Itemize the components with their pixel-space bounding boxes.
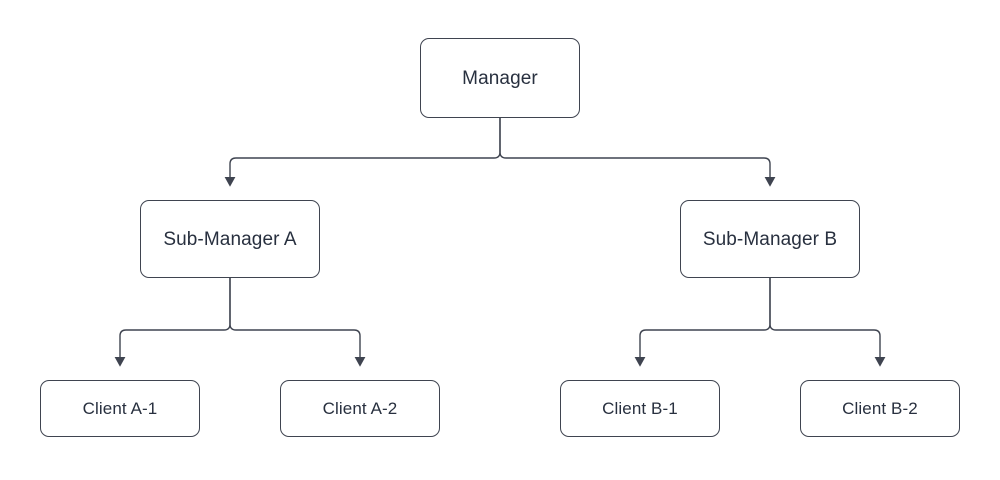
node-client-a-2-label: Client A-2 [322, 399, 398, 418]
node-client-b-2[interactable]: Client B-2 [800, 380, 960, 437]
node-client-a-1[interactable]: Client A-1 [40, 380, 200, 437]
node-sub-manager-a[interactable]: Sub-Manager A [140, 200, 320, 278]
edge-sub-manager-b-client-b-2 [769, 277, 886, 367]
node-sub-manager-b[interactable]: Sub-Manager B [680, 200, 860, 278]
node-sub-manager-b-label: Sub-Manager B [702, 228, 838, 250]
edge-manager-sub-manager-b [499, 117, 776, 187]
node-client-b-2-label: Client B-2 [842, 399, 918, 418]
edge-sub-manager-b-client-b-1 [634, 277, 771, 367]
node-client-b-1[interactable]: Client B-1 [560, 380, 720, 437]
edge-sub-manager-a-client-a-2 [229, 277, 366, 367]
edge-manager-sub-manager-a [224, 117, 501, 187]
node-sub-manager-a-label: Sub-Manager A [163, 228, 297, 250]
edge-sub-manager-a-client-a-1 [114, 277, 231, 367]
node-manager[interactable]: Manager [420, 38, 580, 118]
node-manager-label: Manager [462, 67, 538, 89]
node-client-b-1-label: Client B-1 [602, 399, 678, 418]
node-client-a-1-label: Client A-1 [82, 399, 158, 418]
node-client-a-2[interactable]: Client A-2 [280, 380, 440, 437]
